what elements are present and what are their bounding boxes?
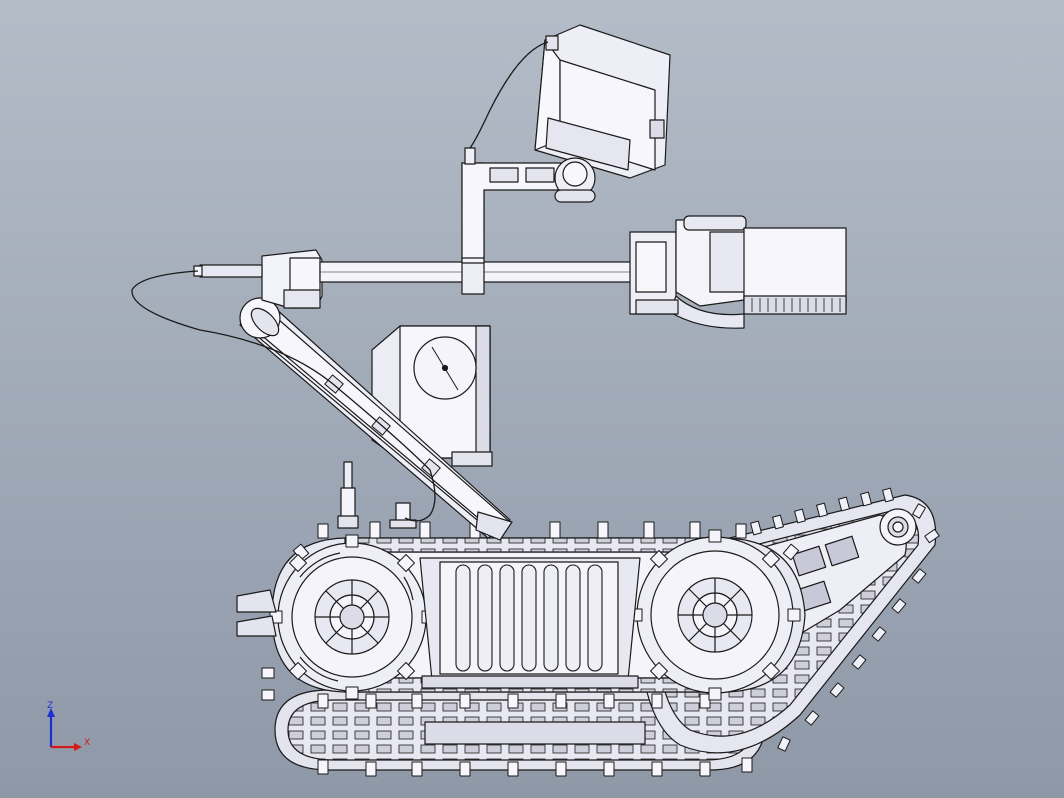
z-axis-arrow	[47, 708, 55, 717]
left-sprocket	[269, 534, 435, 700]
x-axis-arrow	[74, 743, 82, 751]
rear-bumper	[236, 589, 277, 637]
z-axis-label: Z	[47, 701, 53, 711]
chassis-center-panel	[419, 557, 641, 689]
right-sprocket	[629, 529, 801, 701]
shoulder-block	[261, 249, 323, 309]
gripper	[629, 215, 847, 329]
cable	[131, 41, 549, 522]
upper-arm	[193, 147, 636, 295]
deck-fittings	[337, 461, 417, 529]
camera-head	[534, 24, 671, 203]
rear-lower-track	[274, 689, 766, 771]
x-axis-label: X	[84, 738, 90, 748]
coordinate-triad: Z X	[47, 701, 90, 751]
tracked-robot-model	[131, 24, 940, 777]
